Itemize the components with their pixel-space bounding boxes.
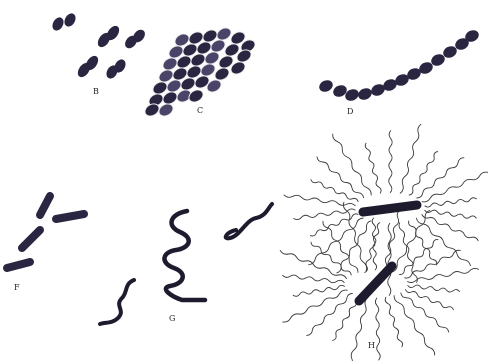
panel-d-streptococci: D — [317, 28, 480, 116]
flagellum — [425, 198, 477, 207]
flagellum — [283, 290, 348, 322]
panel-label-c: C — [197, 106, 203, 115]
flagellum — [409, 152, 438, 196]
flagellum — [283, 275, 345, 283]
rod — [7, 262, 30, 268]
flagellum — [310, 214, 358, 236]
flagellum — [317, 157, 364, 198]
flagellum — [365, 143, 381, 193]
coccus — [62, 11, 78, 28]
flagellated-rod — [359, 266, 392, 301]
coccus — [187, 87, 205, 104]
flagellum — [375, 298, 380, 360]
flagellum — [399, 223, 417, 283]
flagellum — [311, 180, 358, 202]
flagellum — [409, 221, 437, 265]
coccus — [317, 78, 334, 94]
flagellum — [293, 285, 344, 296]
flagellum — [422, 215, 478, 241]
flagellum — [408, 285, 460, 292]
panel-g-spirilla: G — [100, 204, 272, 324]
coccus — [50, 15, 66, 32]
flagellum — [385, 297, 402, 347]
flagellum — [388, 223, 392, 295]
coccus-chain — [317, 28, 480, 103]
flagellum — [400, 124, 421, 193]
panel-c-staphylococci: C — [143, 25, 257, 118]
panel-b-diplococci: B — [50, 11, 147, 96]
flagellum — [280, 251, 346, 279]
rod — [22, 230, 40, 248]
panel-h-flagellated-bacilli: H — [280, 124, 488, 361]
flagellum — [417, 158, 464, 198]
flagellum — [307, 294, 353, 336]
panel-label-d: D — [347, 107, 353, 116]
flagellum — [389, 131, 392, 193]
flagellum — [416, 218, 470, 266]
flagellum — [311, 242, 351, 275]
flagella — [280, 124, 488, 361]
panel-label-g: G — [169, 314, 175, 323]
rod — [40, 196, 50, 215]
flagellum — [394, 296, 435, 355]
coccus-cluster — [143, 25, 257, 118]
flagellum — [284, 195, 355, 206]
coccus — [356, 86, 373, 102]
spirillum — [164, 211, 205, 300]
panel-label-h: H — [368, 341, 375, 350]
panel-label-f: F — [14, 283, 20, 292]
flagellum — [401, 293, 449, 332]
flagellum — [372, 218, 377, 270]
spirillum — [226, 204, 272, 238]
flagellum — [333, 134, 372, 195]
flagellum — [425, 210, 476, 218]
spirillum — [100, 280, 134, 324]
panel-label-b: B — [93, 87, 99, 96]
rod — [56, 214, 84, 219]
flagellum — [365, 223, 380, 273]
flagellum — [406, 290, 454, 310]
flagellated-rod — [363, 205, 417, 212]
panel-f-bacilli: F — [7, 196, 84, 292]
